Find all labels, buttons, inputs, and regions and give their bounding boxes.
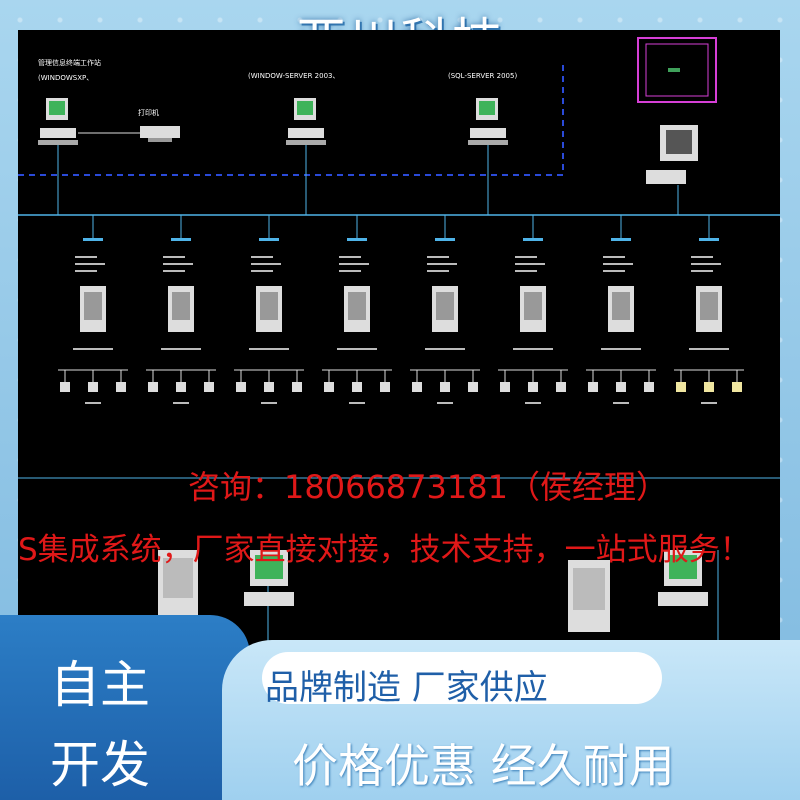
subsystem-station (586, 215, 656, 404)
footer-right-line1: 品牌制造 厂家供应 (265, 668, 548, 708)
footer-left-block: 自主 开发 (0, 615, 250, 800)
workstation-database (468, 98, 508, 145)
database-os-label: (SQL-SERVER 2005) (448, 72, 517, 80)
subsystem-station (234, 215, 304, 404)
subsystem-station (322, 215, 392, 404)
display-screen-inner (645, 43, 709, 97)
printer-icon (140, 126, 180, 142)
workstation-os-left: (WINDOWSXP、 (38, 74, 93, 82)
display-screen-label (668, 68, 680, 72)
footer-right-pill (262, 652, 662, 704)
server-os-label: (WINDOW-SERVER 2003、 (248, 72, 339, 80)
printer-label: 打印机 (138, 108, 159, 117)
workstation-right (646, 125, 698, 184)
display-screen-frame (637, 37, 717, 103)
subsystem-station (58, 215, 128, 404)
lower-server-left (158, 550, 198, 620)
footer-right-block (222, 640, 800, 800)
consult-phone-text: 咨询：18066873181（侯经理） (188, 468, 668, 506)
network-diagram-panel: 管理信息终端工作站 (WINDOWSXP、 (WINDOW-SERVER 200… (18, 30, 780, 682)
lower-workstation-right (658, 550, 708, 606)
workstation-left (38, 98, 78, 145)
service-slogan: S集成系统，厂家直接对接，技术支持，一站式服务！ (18, 532, 751, 568)
subsystem-station (146, 215, 216, 404)
subsystem-station (498, 215, 568, 404)
control-room-boundary (18, 65, 564, 176)
footer-left-line2: 开发 (50, 736, 150, 794)
subsystem-station (410, 215, 480, 404)
footer-right-line2: 价格优惠 经久耐用 (292, 739, 675, 793)
subsystem-station (674, 215, 744, 404)
lower-workstation-left (244, 550, 294, 606)
workstation-server (286, 98, 326, 145)
network-diagram: 管理信息终端工作站 (WINDOWSXP、 (WINDOW-SERVER 200… (18, 37, 780, 682)
lower-server-right (568, 560, 610, 632)
footer-left-line1: 自主 (50, 656, 150, 714)
subsystem-stations (58, 215, 744, 404)
workstation-label-left: 管理信息终端工作站 (38, 58, 101, 67)
